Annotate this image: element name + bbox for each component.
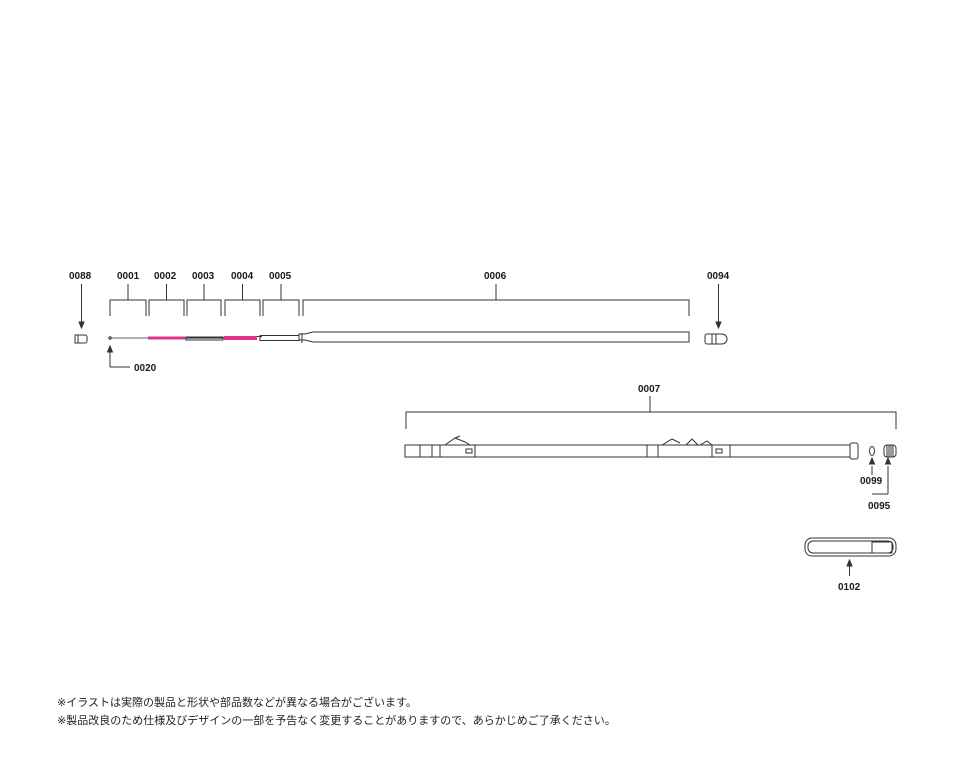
label-0007: 0007 — [638, 384, 661, 395]
label-0006: 0006 — [484, 271, 507, 282]
rod-section-0007 — [404, 435, 859, 460]
bracket-0001 — [109, 299, 147, 316]
label-0001: 0001 — [117, 271, 140, 282]
part-0099-ring — [869, 446, 875, 456]
bracket-0003 — [186, 299, 222, 316]
rod-section-0002 — [148, 336, 185, 340]
part-0102-case — [804, 537, 897, 557]
part-0095-cap — [883, 444, 897, 458]
label-0099: 0099 — [860, 476, 883, 487]
disclaimer-illustration: ※イラストは実際の製品と形状や部品数などが異なる場合がございます。 — [57, 696, 417, 709]
label-0004: 0004 — [231, 271, 254, 282]
bracket-0002 — [148, 299, 185, 316]
part-0088-cap — [74, 334, 88, 344]
bracket-0007 — [405, 411, 897, 429]
rod-section-0006 — [298, 331, 690, 343]
rod-section-0004 — [224, 336, 257, 340]
bracket-0006 — [302, 299, 690, 316]
label-0002: 0002 — [154, 271, 177, 282]
part-0094-cap — [704, 333, 728, 345]
label-0003: 0003 — [192, 271, 215, 282]
label-0102: 0102 — [838, 582, 861, 593]
label-0020: 0020 — [134, 363, 157, 374]
label-0095: 0095 — [868, 501, 891, 512]
bracket-0005 — [262, 299, 300, 316]
disclaimer-spec-change: ※製品改良のため仕様及びデザインの一部を予告なく変更することがありますので、あら… — [57, 714, 616, 727]
label-0088: 0088 — [69, 271, 92, 282]
label-0094: 0094 — [707, 271, 730, 282]
bracket-0004 — [224, 299, 261, 316]
label-0005: 0005 — [269, 271, 292, 282]
